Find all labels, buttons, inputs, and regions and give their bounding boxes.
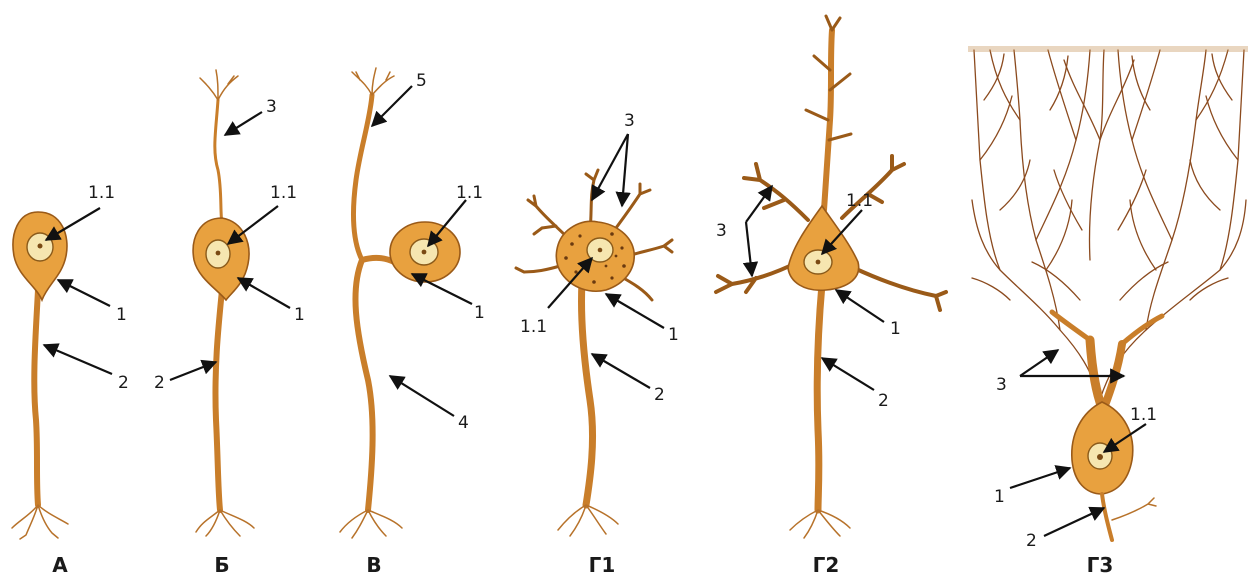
arrow-v-4 bbox=[390, 376, 454, 416]
neuron-g3: 3 1.1 1 2 Г3 bbox=[968, 46, 1248, 577]
label-g2-1: 1 bbox=[890, 319, 901, 339]
neuron-g2: 1.1 3 1 2 Г2 bbox=[716, 16, 946, 577]
label-g3-1: 1 bbox=[994, 487, 1005, 507]
label-b-2: 2 bbox=[154, 373, 165, 393]
label-b-3: 3 bbox=[266, 97, 277, 117]
label-g3-3: 3 bbox=[996, 375, 1007, 395]
label-g1-3: 3 bbox=[624, 111, 635, 131]
arrow-g3-1 bbox=[1010, 468, 1070, 488]
neuron-g1: 3 1.1 1 2 Г1 bbox=[516, 111, 679, 577]
neuron-v: 5 1.1 1 4 В bbox=[340, 68, 485, 577]
arrow-g2-3b bbox=[746, 222, 752, 276]
arrow-a-1 bbox=[58, 280, 110, 306]
label-v-1-1: 1.1 bbox=[456, 183, 483, 203]
arrow-b-3 bbox=[225, 112, 262, 135]
label-v-5: 5 bbox=[416, 71, 427, 91]
arrow-g2-3a bbox=[746, 186, 772, 222]
arrow-a-2 bbox=[44, 345, 112, 374]
label-g2-2: 2 bbox=[878, 391, 889, 411]
arrow-g3-3a bbox=[1020, 350, 1058, 376]
arrow-v-5 bbox=[372, 86, 412, 126]
dendritic-tree bbox=[968, 46, 1248, 400]
label-g1-1: 1 bbox=[668, 325, 679, 345]
label-g3-2: 2 bbox=[1026, 531, 1037, 551]
caption-b: Б bbox=[214, 553, 229, 577]
label-g2-3: 3 bbox=[716, 221, 727, 241]
arrow-g2-1 bbox=[836, 290, 884, 322]
arrow-b-2 bbox=[170, 362, 216, 380]
arrow-g1-1 bbox=[606, 294, 664, 328]
label-b-1: 1 bbox=[294, 305, 305, 325]
caption-v: В bbox=[366, 553, 381, 577]
arrow-g3-2 bbox=[1044, 508, 1104, 536]
caption-g1: Г1 bbox=[589, 553, 616, 577]
caption-g2: Г2 bbox=[813, 553, 840, 577]
arrow-g1-2 bbox=[592, 354, 650, 388]
neuron-a: 1.1 1 2 А bbox=[12, 183, 129, 577]
neuron-b: 3 1.1 1 2 Б bbox=[154, 70, 305, 577]
caption-a: А bbox=[52, 553, 68, 577]
label-g1-1-1: 1.1 bbox=[520, 317, 547, 337]
label-g3-1-1: 1.1 bbox=[1130, 405, 1157, 425]
label-g1-2: 2 bbox=[654, 385, 665, 405]
label-a-1: 1 bbox=[116, 305, 127, 325]
label-v-1: 1 bbox=[474, 303, 485, 323]
label-v-4: 4 bbox=[458, 413, 469, 433]
caption-g3: Г3 bbox=[1087, 553, 1114, 577]
label-a-1-1: 1.1 bbox=[88, 183, 115, 203]
label-b-1-1: 1.1 bbox=[270, 183, 297, 203]
label-g2-1-1: 1.1 bbox=[846, 191, 873, 211]
arrow-g2-2 bbox=[822, 358, 874, 390]
arrow-b-1 bbox=[238, 278, 290, 308]
soma-g2 bbox=[788, 206, 859, 290]
label-a-2: 2 bbox=[118, 373, 129, 393]
